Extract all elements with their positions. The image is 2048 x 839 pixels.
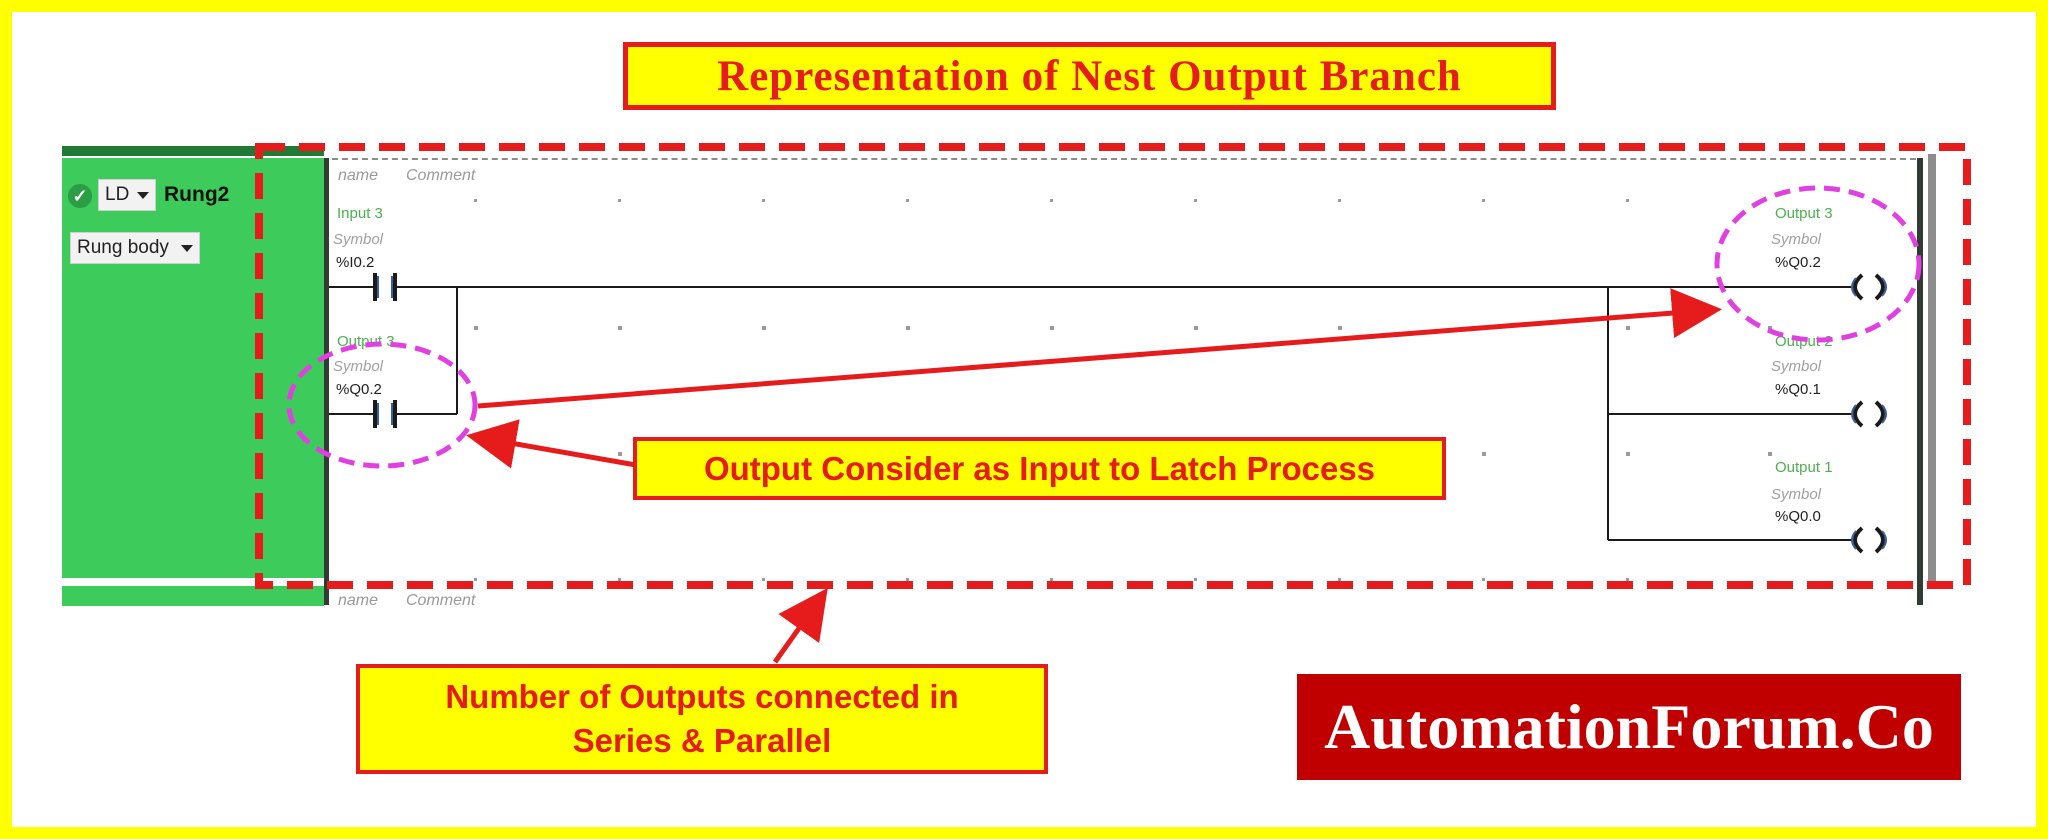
next-rung-header-comment[interactable]: Comment bbox=[406, 592, 476, 609]
contact-highlight bbox=[377, 276, 393, 425]
rung-section-value: Rung body bbox=[77, 237, 169, 258]
next-rung-header-name[interactable]: name bbox=[338, 592, 379, 609]
caret-down-icon bbox=[181, 245, 193, 252]
rung-section-select[interactable]: Rung body bbox=[70, 232, 200, 264]
series-parallel-annotation: Number of Outputs connected in Series & … bbox=[356, 664, 1048, 774]
brand-logo: AutomationForum.Co bbox=[1297, 674, 1961, 780]
rung-name[interactable]: Rung2 bbox=[164, 183, 230, 206]
coil-3-address: %Q0.0 bbox=[1775, 508, 1821, 525]
contact-1-symbol: Symbol bbox=[333, 231, 384, 248]
coil-3-symbol: Symbol bbox=[1771, 486, 1822, 503]
series-parallel-line-1: Number of Outputs connected in bbox=[445, 678, 959, 715]
coil-1-name: Output 3 bbox=[1775, 205, 1833, 222]
page-title: Representation of Nest Output Branch bbox=[623, 42, 1556, 110]
coil-2-symbol: Symbol bbox=[1771, 358, 1822, 375]
grid-dots bbox=[474, 199, 1772, 581]
coil-icon bbox=[1874, 526, 1885, 554]
language-select-value: LD bbox=[105, 184, 130, 205]
coil-2-address: %Q0.1 bbox=[1775, 381, 1821, 398]
coil-1-address: %Q0.2 bbox=[1775, 254, 1821, 271]
rung-header-comment[interactable]: Comment bbox=[406, 167, 476, 184]
output-coil-highlight bbox=[1714, 185, 1922, 343]
contact-2-symbol: Symbol bbox=[333, 358, 384, 375]
rung-header-name[interactable]: name bbox=[338, 167, 379, 184]
series-parallel-line-2: Series & Parallel bbox=[572, 722, 832, 759]
caret-down-icon bbox=[137, 192, 149, 199]
editor-scrollbar[interactable] bbox=[1928, 154, 1936, 584]
right-power-rail bbox=[1917, 158, 1923, 605]
arrow-annotation-to-latch bbox=[466, 419, 637, 469]
coil-icon bbox=[1874, 273, 1885, 301]
coil-icon bbox=[1853, 273, 1864, 301]
ladder-editor[interactable] bbox=[324, 155, 1924, 605]
latch-contact-highlight bbox=[286, 341, 478, 469]
left-power-rail bbox=[324, 158, 329, 605]
coil-icon bbox=[1874, 400, 1885, 428]
no-contact-icon bbox=[373, 400, 397, 428]
rung-separator bbox=[332, 158, 1916, 160]
language-select[interactable]: LD bbox=[98, 179, 156, 211]
coil-3-name: Output 1 bbox=[1775, 459, 1833, 476]
arrow-annotation-to-region bbox=[772, 587, 828, 664]
no-contact-icon bbox=[373, 273, 397, 301]
contact-1-name: Input 3 bbox=[337, 205, 383, 222]
region-highlight-box bbox=[255, 143, 1971, 589]
rung-side-panel bbox=[62, 158, 324, 578]
coil-icon bbox=[1853, 526, 1864, 554]
coil-1-symbol: Symbol bbox=[1771, 231, 1822, 248]
arrow-latch-to-output bbox=[477, 288, 1722, 409]
rung-top-strip bbox=[62, 146, 324, 156]
contact-2-address: %Q0.2 bbox=[336, 381, 382, 398]
latch-annotation: Output Consider as Input to Latch Proces… bbox=[633, 437, 1446, 500]
coil-icon bbox=[1853, 400, 1864, 428]
check-circle-icon[interactable]: ✓ bbox=[68, 184, 92, 208]
contact-1-address: %I0.2 bbox=[336, 254, 375, 271]
next-rung-side-panel bbox=[62, 586, 324, 606]
